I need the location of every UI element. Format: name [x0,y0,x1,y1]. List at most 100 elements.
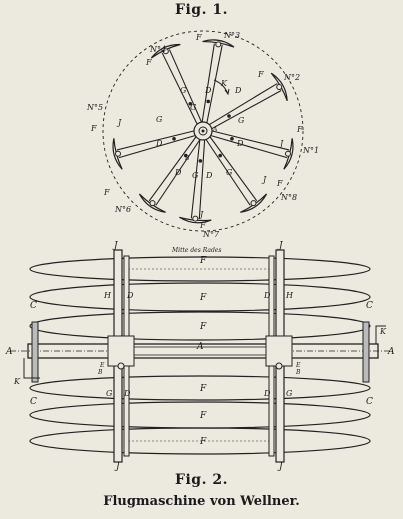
label-j: J [277,462,284,472]
spoke-joint-7 [198,159,203,163]
label-d: D [123,389,131,398]
label-f: F [199,256,207,266]
label-f: F [90,124,97,133]
blade-upper-2 [29,282,371,312]
label-f: F [199,411,207,421]
label-b: B [295,369,301,376]
label-f: F [199,221,206,230]
label-d: D [236,139,244,148]
label-j: J [116,118,122,127]
label-f: F [199,293,207,303]
spoke-4 [168,49,202,123]
spoke-joint-4 [188,102,193,106]
label-c: C [30,397,37,407]
paddle-blade-3 [202,39,235,48]
spoke-8 [205,139,251,206]
spoke-joint-2 [227,114,231,118]
label-n1: N°1 [302,146,319,155]
spoke-6 [148,136,197,202]
mitte-des-rades: Mitte des Rades [171,247,221,254]
label-h: H [285,291,294,300]
paddle-pivot-8 [250,200,257,207]
label-j: J [278,139,284,148]
label-d: D [204,86,212,95]
spoke-2 [209,83,278,125]
paddle-pivot-3 [215,41,222,48]
label-g: G [192,171,199,180]
blade-upper-1 [29,256,371,282]
spoke-5 [118,135,196,159]
label-k: K [220,79,228,88]
spoke-8 [209,136,258,202]
paddle-blade-7 [179,216,212,224]
label-n3: N°3 [223,31,240,40]
label-c: C [30,301,37,311]
spoke-3 [201,43,215,122]
spoke-joint-5 [172,136,176,141]
blade-upper-3 [29,311,371,341]
spoke-joint-1 [230,136,234,141]
label-j: J [198,210,204,219]
label-n8: N°8 [280,193,297,202]
label-g: G [238,116,245,125]
spoke-5 [116,130,194,151]
paddle-blade-6 [138,193,166,213]
spoke-6 [155,139,201,206]
paddle-pivot-5 [114,150,121,157]
label-j: J [112,241,119,251]
label-f: F [199,437,207,447]
spoke-joint-3 [206,99,211,104]
label-b: B [97,369,103,376]
label-f: F [199,384,207,394]
fig1-title: Fig. 1. [175,2,228,18]
label-e: E [295,362,301,369]
label-n4: N°4 [149,45,166,54]
label-d: D [174,168,182,177]
label-a: A [5,347,13,357]
figure-caption: Flugmaschine von Wellner. [103,494,300,509]
label-n5: N°5 [86,103,103,112]
label-b: B [184,155,190,162]
label-g: G [190,103,197,112]
label-c: C [366,301,373,311]
hub-left [107,335,135,367]
paddle-pivot-1 [285,150,292,157]
fig1-drawing: N°3 N°4 N°2 N°5 N°1 N°8 N°6 N°7 F F F F … [86,30,319,239]
paddle-blade-4 [150,43,181,59]
label-d: D [205,171,213,180]
label-k: K [13,377,21,386]
label-g: G [180,86,187,95]
paddle-blade-8 [240,193,268,213]
paddle-pivot-4 [162,48,169,55]
label-f: F [199,322,207,332]
spoke-4 [161,52,198,125]
label-f: F [296,125,303,134]
paddle-pivot-6 [149,200,156,207]
label-f: F [145,58,152,67]
label-d: D [126,291,134,300]
label-d: D [263,389,271,398]
hub-right [265,335,293,367]
label-f: F [276,179,283,188]
bracket-k-left [23,358,40,379]
flange-right [362,321,370,383]
label-e: E [99,362,105,369]
blade-lower-1 [29,375,371,401]
paddle-blade-5 [112,138,123,170]
label-a: A [387,347,395,357]
fig2-drawing: Mitte des Rades J [5,241,395,472]
flange-left [31,321,39,383]
label-g: G [156,115,163,124]
label-a: A [212,126,218,133]
paddle-pivot-2 [276,84,283,90]
spoke-2 [211,89,282,130]
label-n6: N°6 [114,205,131,214]
blade-lower-3 [29,427,371,455]
spoke-1 [212,130,290,151]
label-j: J [277,241,284,251]
label-f: F [103,188,110,197]
fig2-title: Fig. 2. [175,472,228,488]
spoke-7 [198,140,206,220]
wheel-rim-circle [102,30,304,232]
spoke-1 [210,135,288,159]
